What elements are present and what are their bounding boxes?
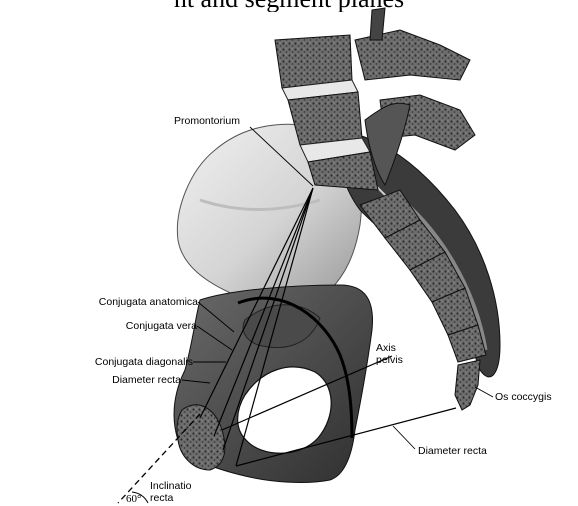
label-diameter-recta-left: Diameter recta bbox=[84, 374, 181, 386]
label-diameter-recta-right: Diameter recta bbox=[418, 445, 487, 457]
label-pelvis: pelvis bbox=[376, 354, 403, 366]
label-conjugata-vera: Conjugata vera bbox=[84, 320, 197, 332]
label-conjugata-diagonalis: Conjugata diagonalis bbox=[74, 356, 193, 368]
label-angle: 60° bbox=[126, 493, 141, 505]
label-inclinatio: Inclinatio bbox=[150, 480, 191, 492]
label-os-coccygis: Os coccygis bbox=[495, 391, 552, 403]
label-axis: Axis bbox=[376, 342, 396, 354]
label-conjugata-anatomica: Conjugata anatomica bbox=[74, 296, 198, 308]
label-promontorium: Promontorium bbox=[174, 115, 240, 127]
coccyx bbox=[455, 360, 480, 410]
label-recta: recta bbox=[150, 492, 173, 504]
